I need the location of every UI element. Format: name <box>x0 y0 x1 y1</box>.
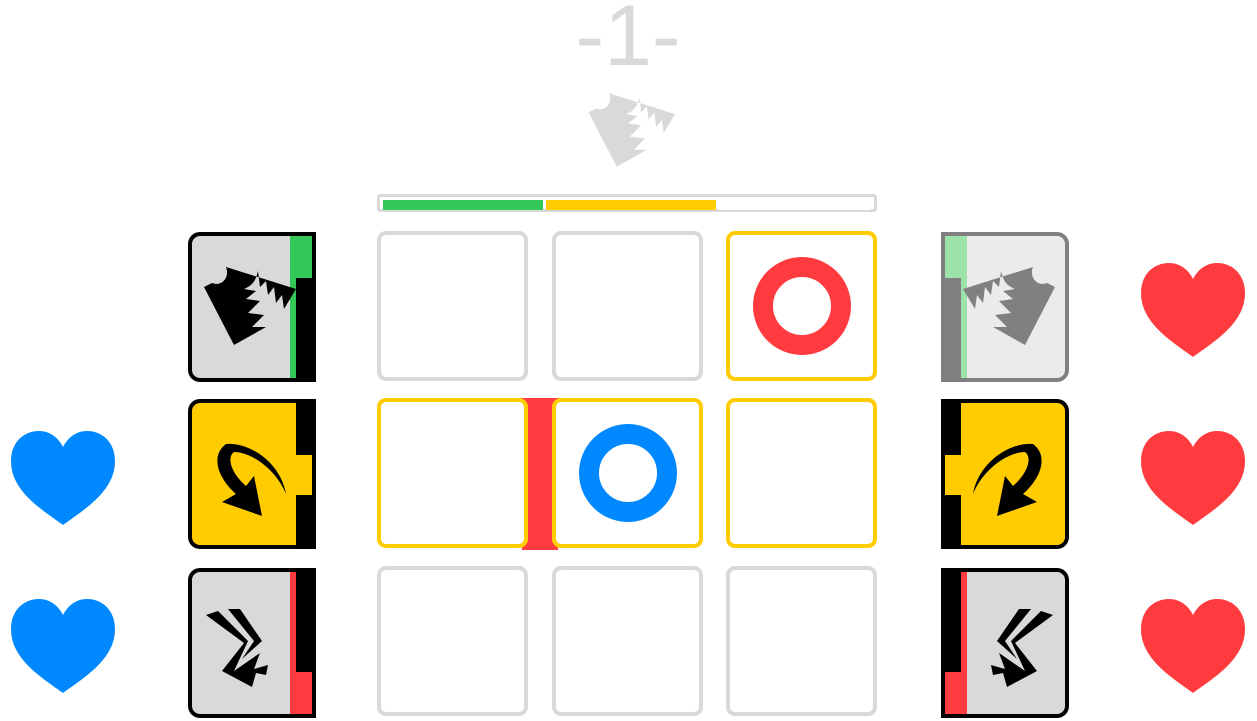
board-cell[interactable] <box>552 398 703 548</box>
red-heart-icon <box>1141 263 1245 357</box>
lightning-icon <box>963 593 1063 693</box>
progress-segment-green <box>383 200 543 210</box>
card-bite-disabled <box>941 232 1069 382</box>
card-rotate[interactable] <box>188 399 316 549</box>
round-number: -1- <box>575 0 681 84</box>
board-cell[interactable] <box>377 231 528 381</box>
progress-segment-empty <box>719 200 871 210</box>
progress-bar <box>377 194 877 212</box>
board-cell[interactable] <box>552 231 703 381</box>
rotate-arrow-icon <box>963 424 1063 524</box>
lightning-icon <box>196 593 296 693</box>
board-cell[interactable] <box>726 231 877 381</box>
bite-icon <box>963 257 1063 357</box>
rotate-arrow-icon <box>196 424 296 524</box>
red-heart-icon <box>1141 431 1245 525</box>
card-rotate[interactable] <box>941 399 1069 549</box>
progress-segment-yellow <box>546 200 716 210</box>
board-cell[interactable] <box>552 566 703 716</box>
blue-heart-icon <box>11 599 115 693</box>
board-cell[interactable] <box>726 398 877 548</box>
card-lightning[interactable] <box>188 568 316 718</box>
blue-heart-icon <box>11 431 115 525</box>
board-cell[interactable] <box>377 398 528 548</box>
bite-icon <box>196 257 296 357</box>
red-circle-mark <box>752 257 851 355</box>
card-bite[interactable] <box>188 232 316 382</box>
card-lightning[interactable] <box>941 568 1069 718</box>
red-heart-icon <box>1141 599 1245 693</box>
board-cell[interactable] <box>726 566 877 716</box>
board-cell[interactable] <box>377 566 528 716</box>
bite-icon <box>580 84 676 178</box>
blue-circle-mark <box>578 424 677 522</box>
